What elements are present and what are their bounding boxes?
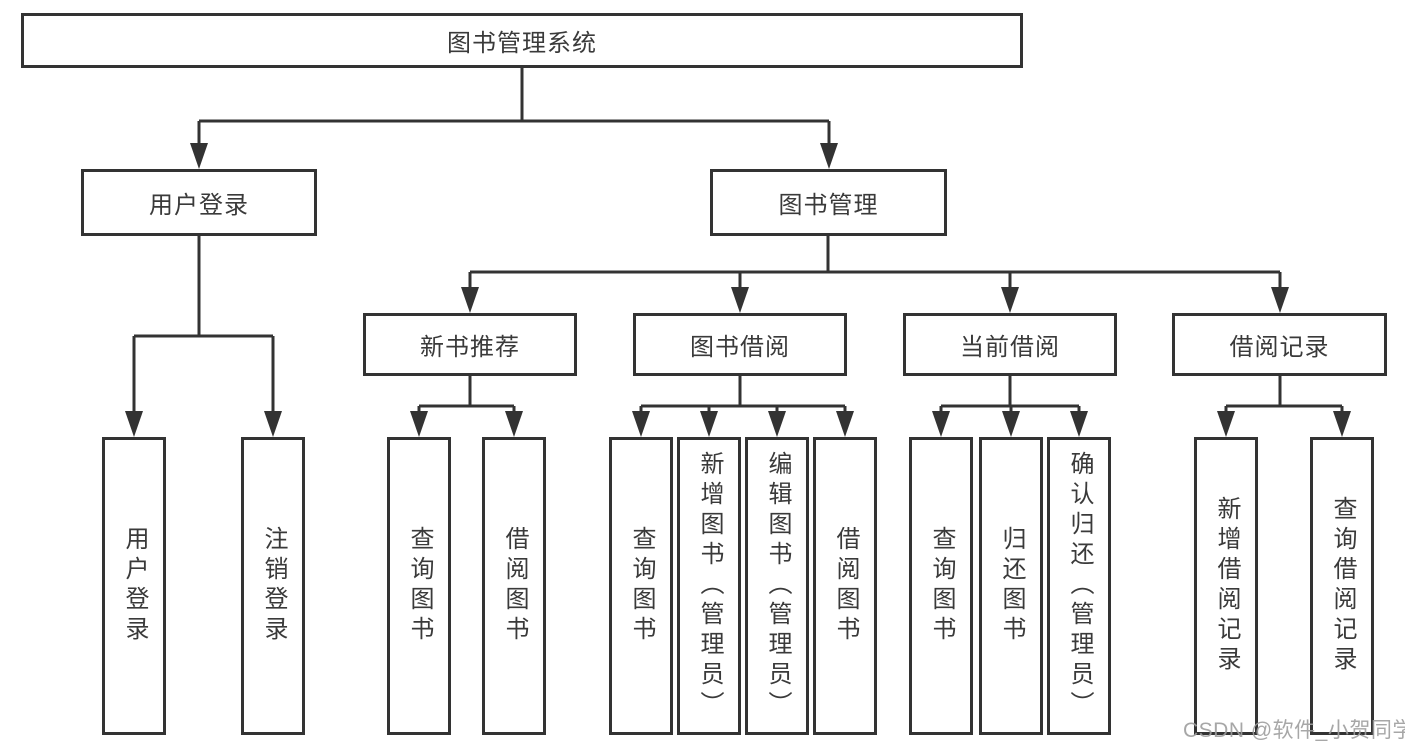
leaf-current-query-label: 查询图书 — [928, 526, 955, 646]
node-book-management: 图书管理 — [710, 169, 947, 236]
node-book-borrow: 图书借阅 — [633, 313, 847, 376]
leaf-record-add-label: 新增借阅记录 — [1213, 496, 1240, 676]
node-book-borrow-label: 图书借阅 — [690, 334, 790, 361]
leaf-borrow-edit-admin: 编辑图书（管理员） — [745, 437, 809, 735]
leaf-borrow-add-admin-label: 新增图书（管理员） — [696, 451, 723, 721]
leaf-user-login-label: 用户登录 — [121, 526, 148, 646]
leaf-newbook-query: 查询图书 — [387, 437, 451, 735]
leaf-record-query-label: 查询借阅记录 — [1329, 496, 1356, 676]
root-node: 图书管理系统 — [21, 13, 1023, 68]
leaf-borrow-add-admin: 新增图书（管理员） — [677, 437, 741, 735]
arrowhead-icons — [125, 143, 1351, 437]
node-user-login-label: 用户登录 — [149, 192, 249, 219]
node-current-borrow-label: 当前借阅 — [960, 334, 1060, 361]
leaf-user-login: 用户登录 — [102, 437, 166, 735]
node-borrow-records-label: 借阅记录 — [1229, 334, 1330, 361]
node-current-borrow: 当前借阅 — [903, 313, 1117, 376]
leaf-current-return: 归还图书 — [979, 437, 1043, 735]
leaf-borrow-book: 借阅图书 — [813, 437, 877, 735]
leaf-logout-login-label: 注销登录 — [260, 526, 287, 646]
leaf-record-add: 新增借阅记录 — [1194, 437, 1258, 735]
node-user-login: 用户登录 — [81, 169, 317, 236]
leaf-current-confirm-admin: 确认归还（管理员） — [1047, 437, 1111, 735]
leaf-current-query: 查询图书 — [909, 437, 973, 735]
leaf-borrow-query-label: 查询图书 — [628, 526, 655, 646]
leaf-record-query: 查询借阅记录 — [1310, 437, 1374, 735]
root-node-label: 图书管理系统 — [447, 30, 597, 57]
leaf-current-return-label: 归还图书 — [998, 526, 1025, 646]
node-book-management-label: 图书管理 — [778, 192, 879, 219]
leaf-borrow-query: 查询图书 — [609, 437, 673, 735]
leaf-newbook-borrow-label: 借阅图书 — [501, 526, 528, 646]
leaf-newbook-query-label: 查询图书 — [406, 526, 433, 646]
node-new-book-recommend: 新书推荐 — [363, 313, 577, 376]
leaf-borrow-book-label: 借阅图书 — [832, 526, 859, 646]
leaf-newbook-borrow: 借阅图书 — [482, 437, 546, 735]
leaf-borrow-edit-admin-label: 编辑图书（管理员） — [764, 451, 791, 721]
leaf-logout-login: 注销登录 — [241, 437, 305, 735]
csdn-watermark: CSDN @软件_小贺同学 — [1183, 719, 1405, 742]
leaf-current-confirm-admin-label: 确认归还（管理员） — [1066, 451, 1093, 721]
node-borrow-records: 借阅记录 — [1172, 313, 1387, 376]
node-new-book-recommend-label: 新书推荐 — [420, 334, 520, 361]
